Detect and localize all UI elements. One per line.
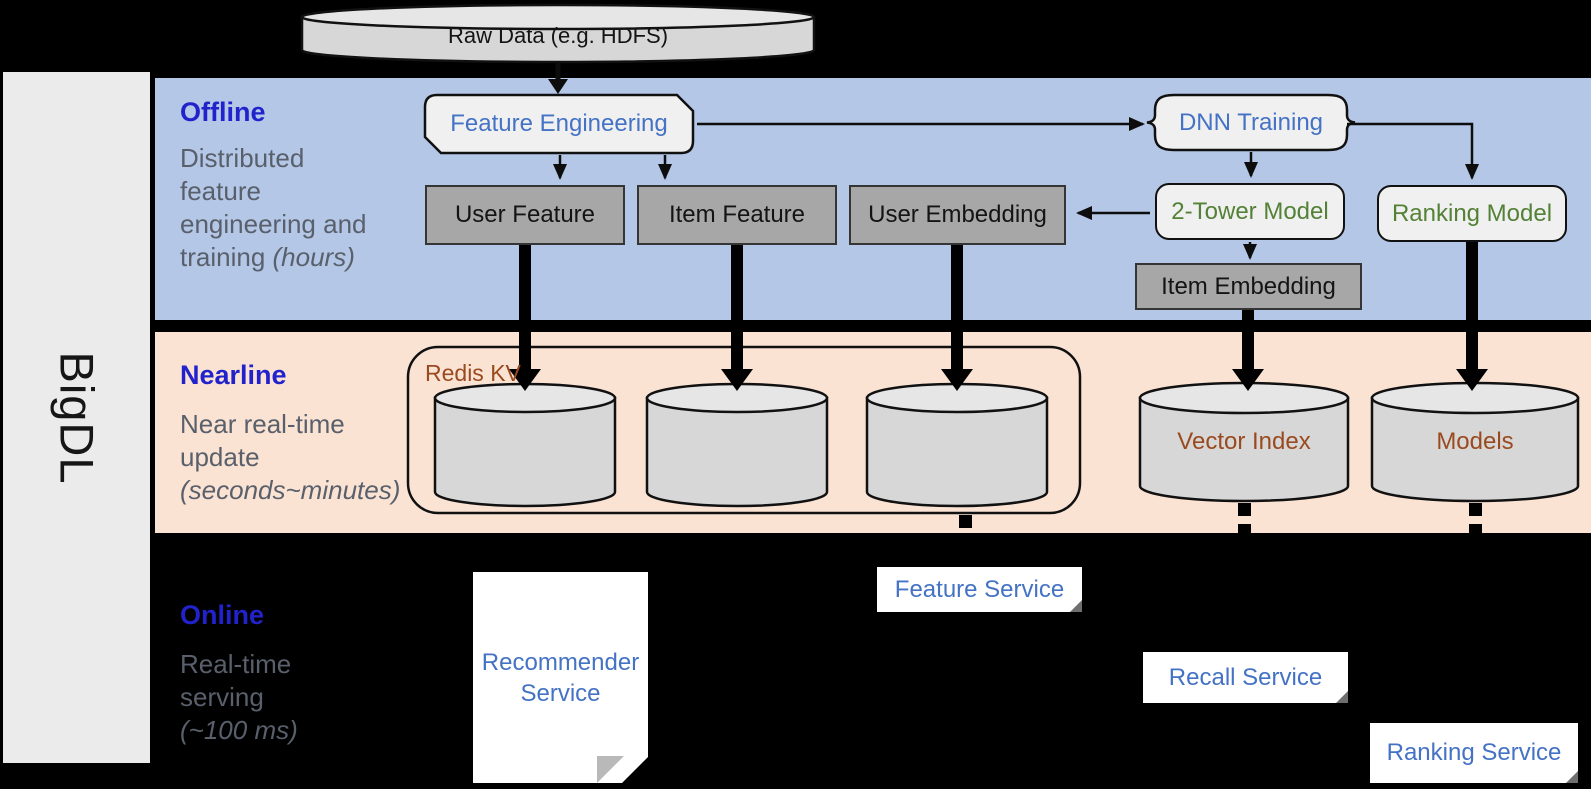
user-embedding-box: User Embedding <box>849 185 1066 245</box>
thick-arrow-user-embedding-to-kv <box>941 244 973 391</box>
offline-section-description: Distributed feature engineering and trai… <box>180 143 367 272</box>
nearline-section-title: Nearline <box>180 360 287 390</box>
raw-data-cylinder <box>300 3 816 64</box>
item-feature-box: Item Feature <box>637 185 837 245</box>
document-fold-icon <box>1336 691 1348 703</box>
online-section-title: Online <box>180 600 265 630</box>
online-section-description: Real-time serving (~100 ms) <box>180 649 298 745</box>
thick-arrow-user-feature-to-kv <box>509 244 541 391</box>
document-fold-icon <box>1070 600 1082 612</box>
recommender-service-doc: Recommender Service <box>473 572 648 783</box>
item-embedding-box: Item Embedding <box>1135 263 1362 310</box>
vector-index-label: Vector Index <box>1177 428 1311 455</box>
redis-kv-container <box>406 345 1082 515</box>
models-cylinder <box>1370 381 1580 503</box>
redis-kv-label: Redis KV <box>425 360 521 386</box>
feature-service-box: Feature Service <box>877 567 1082 612</box>
dnn-training-shape <box>1146 93 1356 152</box>
thick-arrow-ranking-model-to-models <box>1456 240 1488 391</box>
vector-index-cylinder <box>1138 381 1350 503</box>
kv-cylinder-1 <box>433 382 617 508</box>
two-tower-model-box: 2-Tower Model <box>1155 183 1345 240</box>
ranking-model-box: Ranking Model <box>1377 185 1567 242</box>
arrow-rawdata-to-feature-engineering <box>548 62 568 94</box>
models-label: Models <box>1436 428 1514 455</box>
recall-service-box: Recall Service <box>1143 652 1348 703</box>
arrow-dnn-to-ranking-model <box>1347 122 1479 180</box>
feature-engineering-label: Feature Engineering <box>450 110 668 137</box>
feature-engineering-shape <box>423 93 695 155</box>
document-fold-icon <box>1566 771 1578 783</box>
user-feature-box: User Feature <box>425 185 625 245</box>
kv-cylinder-3 <box>865 382 1049 508</box>
dashed-arrow-kv-to-feature-service <box>948 515 982 553</box>
document-fold-icon <box>597 756 624 783</box>
dashed-link-models-to-ranking-service <box>1469 503 1482 537</box>
raw-data-label: Raw Data (e.g. HDFS) <box>447 23 669 48</box>
ranking-service-box: Ranking Service <box>1370 723 1578 783</box>
dashed-link-vector-index-to-recall-service <box>1238 503 1251 537</box>
bigdl-sidebar: BigDL <box>3 72 150 763</box>
thick-arrow-item-embedding-to-vector-index <box>1232 308 1264 391</box>
dnn-training-label: DNN Training <box>1178 108 1324 136</box>
kv-cylinder-2 <box>645 382 829 508</box>
offline-section-title: Offline <box>180 97 266 127</box>
thick-arrow-item-feature-to-kv <box>721 244 753 391</box>
nearline-section-description: Near real-time update (seconds~minutes) <box>180 409 401 505</box>
